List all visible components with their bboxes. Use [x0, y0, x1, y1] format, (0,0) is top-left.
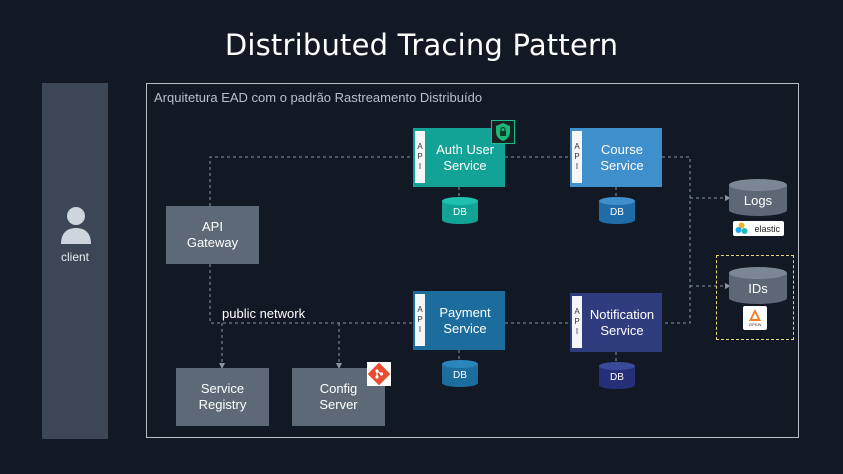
api-letter: I	[575, 162, 579, 171]
payment-service-line2: Service	[443, 320, 487, 336]
notification-db-icon	[599, 362, 635, 389]
api-letter: I	[418, 162, 422, 171]
course-service-line2: Service	[600, 157, 644, 173]
user-icon	[61, 207, 91, 244]
client-panel	[42, 83, 108, 439]
config-server-line1: Config	[319, 381, 358, 396]
api-letter: A	[417, 305, 423, 314]
zipkin-icon	[749, 309, 761, 321]
service-registry-line2: Registry	[198, 397, 247, 412]
notification-db-label: DB	[610, 372, 624, 383]
frame-caption: Arquitetura EAD com o padrão Rastreament…	[154, 90, 483, 105]
auth-db-icon	[442, 197, 478, 224]
registry-arrowhead	[219, 363, 225, 369]
zipkin-label: ZIPKIN	[748, 322, 762, 327]
ids-label: IDs	[748, 281, 768, 296]
payment-db-label: DB	[453, 370, 467, 381]
page-title: Distributed Tracing Pattern	[224, 28, 619, 62]
architecture-frame	[146, 83, 799, 438]
ids-storage-icon	[729, 267, 787, 304]
gateway-to-payment-line	[209, 264, 413, 324]
zipkin-logo	[743, 306, 767, 330]
gateway-to-auth-line	[209, 156, 413, 206]
course-db-label: DB	[610, 207, 624, 218]
git-icon	[367, 362, 391, 386]
api-letter: I	[418, 325, 422, 334]
auth-db-label: DB	[453, 207, 467, 218]
api-gateway-label-1: API	[202, 219, 223, 234]
config-server-line2: Server	[319, 397, 358, 412]
ids-arrowhead	[725, 283, 731, 289]
api-letter: P	[417, 315, 423, 324]
notification-service-line1: Notification	[589, 306, 655, 322]
payment-service-label: Payment Service	[425, 291, 505, 350]
service-registry-line1: Service	[200, 381, 245, 396]
api-letter: A	[417, 142, 423, 151]
elastic-icon	[735, 222, 748, 234]
config-arrowhead	[336, 363, 342, 369]
elastic-label: elastic	[754, 223, 780, 234]
client-label: client	[60, 250, 89, 264]
course-notification-bus-line	[662, 156, 691, 324]
notification-service-label: Notification Service	[582, 293, 662, 352]
service-registry-box: Service Registry	[176, 368, 269, 426]
logs-storage-icon	[729, 179, 787, 216]
payment-db-icon	[442, 360, 478, 387]
course-service-label: Course Service	[582, 128, 662, 187]
public-network-label: public network	[222, 306, 306, 321]
auth-service-line1: Auth User	[436, 141, 494, 157]
api-letter: P	[417, 152, 423, 161]
logs-label: Logs	[743, 193, 773, 208]
course-db-icon	[599, 197, 635, 224]
payment-service-line1: Payment	[439, 304, 491, 320]
api-letter: P	[574, 317, 580, 326]
notification-service-line2: Service	[600, 322, 644, 338]
auth-service-line2: Service	[443, 157, 487, 173]
logs-arrowhead	[725, 195, 731, 201]
ids-dashed-group	[716, 255, 794, 340]
api-letter: A	[574, 142, 580, 151]
course-service-line1: Course	[601, 141, 643, 157]
api-letter: P	[574, 152, 580, 161]
auth-service-label: Auth User Service	[425, 128, 505, 187]
lock-shield-icon	[491, 120, 515, 144]
elastic-logo: elastic	[733, 221, 784, 236]
api-gateway-label-2: Gateway	[186, 235, 239, 250]
api-letter: A	[574, 307, 580, 316]
api-letter: I	[575, 327, 579, 336]
api-gateway-box: API Gateway	[166, 206, 259, 264]
